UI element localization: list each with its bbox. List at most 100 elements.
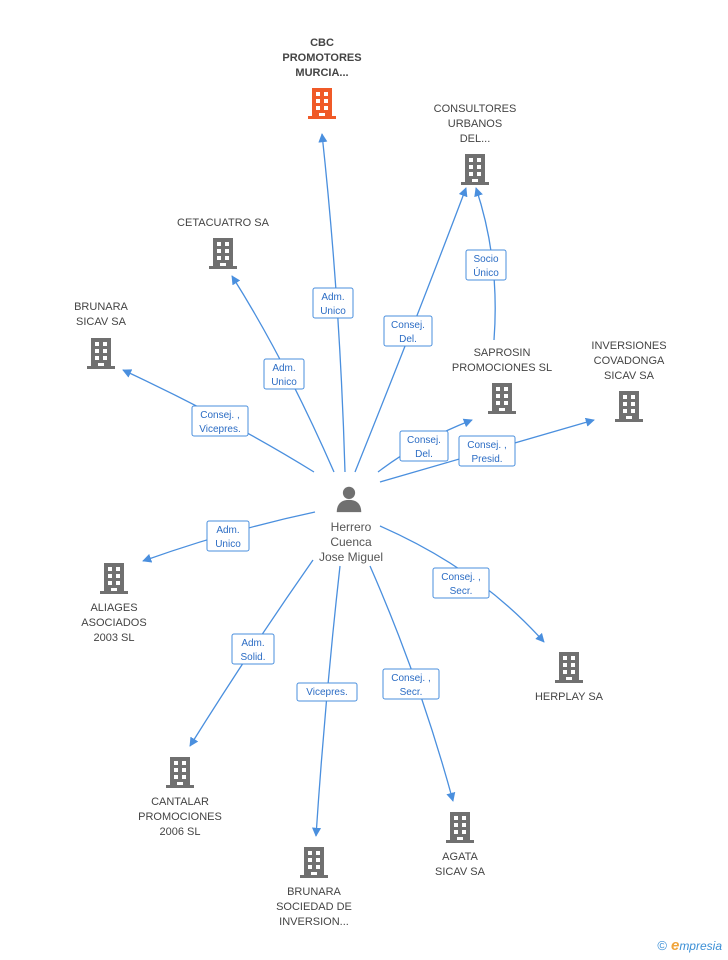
edge-label-text: Consej.: [391, 320, 425, 331]
brand-footer[interactable]: ©empresia: [657, 937, 722, 954]
edge-labels-layer: Adm.UnicoConsej.Del.SocioÚnicoAdm.UnicoC…: [191, 249, 516, 702]
edge-label-box: [382, 668, 440, 700]
company-label-line: BRUNARA: [287, 886, 341, 898]
edge-label-text: Unico: [271, 377, 297, 388]
edge-label-text: Socio: [473, 254, 498, 265]
edge-label-box: [465, 249, 507, 281]
building-icon: [615, 391, 643, 422]
edge-label-text: Adm.: [241, 638, 264, 649]
edges-layer: [122, 133, 595, 837]
edge-label-inversiones[interactable]: Consej. , Presid.: [458, 435, 516, 467]
edge-label-text: Adm.: [216, 525, 239, 536]
edge-label-cetacuatro[interactable]: Adm. Unico: [263, 358, 305, 390]
edge-label-text: Presid.: [471, 454, 502, 465]
building-icon: [446, 812, 474, 843]
company-node-cantalar[interactable]: CANTALAR PROMOCIONES 2006 SL: [138, 757, 222, 838]
brand-logo-initial: e: [670, 937, 680, 954]
building-icon: [555, 652, 583, 683]
building-icon: [308, 88, 336, 119]
company-label-line: CANTALAR: [151, 796, 209, 808]
edge-label-box: [399, 430, 449, 462]
company-label-line: COVADONGA: [594, 355, 665, 367]
company-label-line: CONSULTORES: [434, 103, 517, 115]
company-label-line: SAPROSIN: [474, 347, 531, 359]
edge-label-box: [432, 567, 490, 599]
edge-label-box: [206, 520, 250, 552]
edge-label-consultores[interactable]: Consej. Del.: [383, 315, 433, 347]
company-label-line: 2003 SL: [94, 632, 135, 644]
company-label-line: INVERSIONES: [591, 340, 666, 352]
edge-label-text: Solid.: [240, 652, 265, 663]
edge-label-box: [296, 682, 358, 702]
edge-label-cbc[interactable]: Adm.Unico: [312, 287, 354, 319]
edge-label-text: Consej. ,: [391, 673, 430, 684]
company-label-line: HERPLAY SA: [535, 691, 604, 703]
edge-label-box: [191, 405, 249, 437]
person-name-line: Jose Miguel: [319, 550, 383, 564]
edge-label-text: Consej. ,: [441, 572, 480, 583]
company-label-line: INVERSION...: [279, 916, 349, 928]
company-label-line: SICAV SA: [604, 370, 655, 382]
edge-label-text: Adm.: [272, 363, 295, 374]
company-node-cbc[interactable]: CBC PROMOTORES MURCIA...: [282, 37, 362, 119]
company-label-line: SICAV SA: [435, 866, 486, 878]
building-icon: [87, 338, 115, 369]
person-icon: [336, 486, 362, 513]
company-label-line: PROMOCIONES SL: [452, 362, 552, 374]
company-label-line: CETACUATRO SA: [177, 217, 270, 229]
company-label-line: PROMOTORES: [282, 52, 361, 64]
edge-label-box: [458, 435, 516, 467]
edge-label-cantalar[interactable]: Adm. Solid.: [231, 633, 275, 665]
edge-label-brunara-sociedad[interactable]: Vicepres.: [296, 682, 358, 702]
company-node-saprosin[interactable]: SAPROSIN PROMOCIONES SL: [452, 347, 552, 414]
company-label-line: SOCIEDAD DE: [276, 901, 352, 913]
edge-label-text: Secr.: [400, 687, 423, 698]
company-label-line: CBC: [310, 37, 334, 49]
edge-label-box: [263, 358, 305, 390]
copyright-symbol: ©: [657, 938, 667, 953]
edge-label-box: [312, 287, 354, 319]
company-label-line: URBANOS: [448, 118, 502, 130]
edge-label-text: Vicepres.: [306, 687, 348, 698]
building-icon: [300, 847, 328, 878]
edge-label-text: Vicepres.: [199, 424, 241, 435]
building-icon: [100, 563, 128, 594]
edge-label-agata[interactable]: Consej. , Secr.: [382, 668, 440, 700]
company-label-line: SICAV SA: [76, 316, 127, 328]
company-label-line: 2006 SL: [160, 826, 201, 838]
building-icon: [488, 383, 516, 414]
company-node-agata[interactable]: AGATA SICAV SA: [435, 812, 486, 878]
edge-label-text: Unico: [215, 539, 241, 550]
company-node-brunara-sociedad[interactable]: BRUNARA SOCIEDAD DE INVERSION...: [276, 847, 352, 928]
building-icon: [461, 154, 489, 185]
company-node-consultores[interactable]: CONSULTORESURBANOSDEL...: [434, 103, 517, 185]
edge-label-text: Del.: [415, 449, 433, 460]
person-name-line: Herrero: [331, 520, 372, 534]
edge-label-text: Consej. ,: [467, 440, 506, 451]
company-label-line: PROMOCIONES: [138, 811, 222, 823]
building-icon: [209, 238, 237, 269]
edge-label-aliages[interactable]: Adm. Unico: [206, 520, 250, 552]
edge-label-saprosin[interactable]: Consej. Del.: [399, 430, 449, 462]
edge-label-box: [383, 315, 433, 347]
company-label-line: AGATA: [442, 851, 478, 863]
edge-label-box: [231, 633, 275, 665]
edge-label-text: Secr.: [450, 586, 473, 597]
company-node-brunara-sicav[interactable]: BRUNARA SICAV SA: [74, 301, 129, 369]
brand-logo-text: mpresia: [679, 939, 722, 953]
building-icon: [166, 757, 194, 788]
company-label-line: MURCIA...: [295, 67, 348, 79]
company-label-line: BRUNARA: [74, 301, 128, 313]
edge-label-herplay[interactable]: Consej. , Secr.: [432, 567, 490, 599]
edge-label-text: Adm.: [321, 292, 344, 303]
company-node-cetacuatro[interactable]: CETACUATRO SA: [177, 217, 270, 269]
company-node-inversiones[interactable]: INVERSIONES COVADONGA SICAV SA: [591, 340, 667, 422]
edge-label-brunara-sicav[interactable]: Consej. ,Vicepres.: [191, 405, 249, 437]
edge-label-text: Consej.: [407, 435, 441, 446]
company-node-herplay[interactable]: HERPLAY SA: [535, 652, 604, 703]
edge-label-text: Del.: [399, 334, 417, 345]
